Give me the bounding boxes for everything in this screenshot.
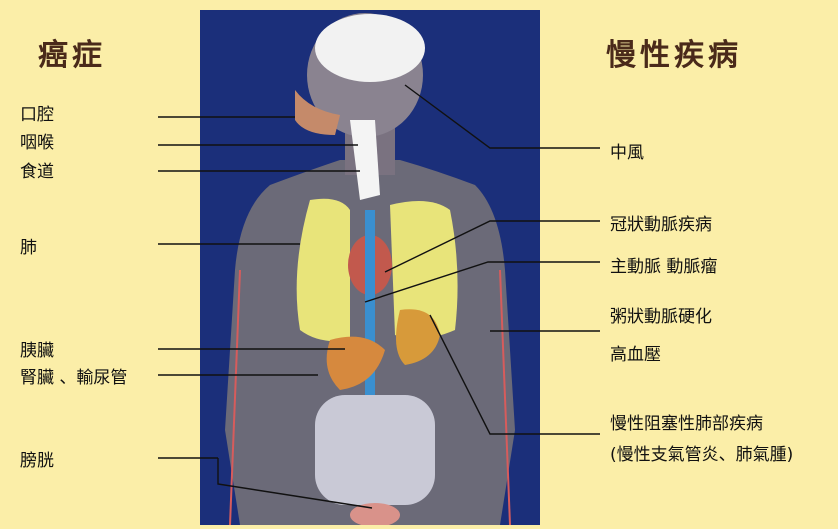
- label-copd-detail: (慢性支氣管炎、肺氣腫): [610, 440, 793, 465]
- label-aorta: 主動脈 動脈瘤: [610, 252, 717, 277]
- label-esophagus: 食道: [20, 157, 54, 182]
- line-aorta: [365, 262, 600, 302]
- cancer-title: 癌症: [38, 30, 106, 74]
- line-coronary: [385, 221, 600, 272]
- label-hypertension: 高血壓: [610, 340, 661, 365]
- label-pharynx: 咽喉: [20, 128, 54, 153]
- label-bladder: 膀胱: [20, 446, 54, 471]
- label-stroke: 中風: [610, 138, 644, 163]
- line-bladder-2: [218, 458, 372, 508]
- line-copd: [430, 315, 600, 434]
- label-atherosclerosis: 粥狀動脈硬化: [610, 302, 712, 327]
- label-pancreas: 胰臟: [20, 336, 54, 361]
- label-copd: 慢性阻塞性肺部疾病: [610, 409, 763, 434]
- label-lung: 肺: [20, 233, 37, 258]
- line-stroke: [405, 85, 600, 148]
- label-kidney: 腎臟 、輸尿管: [20, 363, 127, 388]
- label-coronary: 冠狀動脈疾病: [610, 210, 712, 235]
- label-mouth: 口腔: [20, 100, 54, 125]
- chronic-disease-title: 慢性疾病: [606, 30, 742, 74]
